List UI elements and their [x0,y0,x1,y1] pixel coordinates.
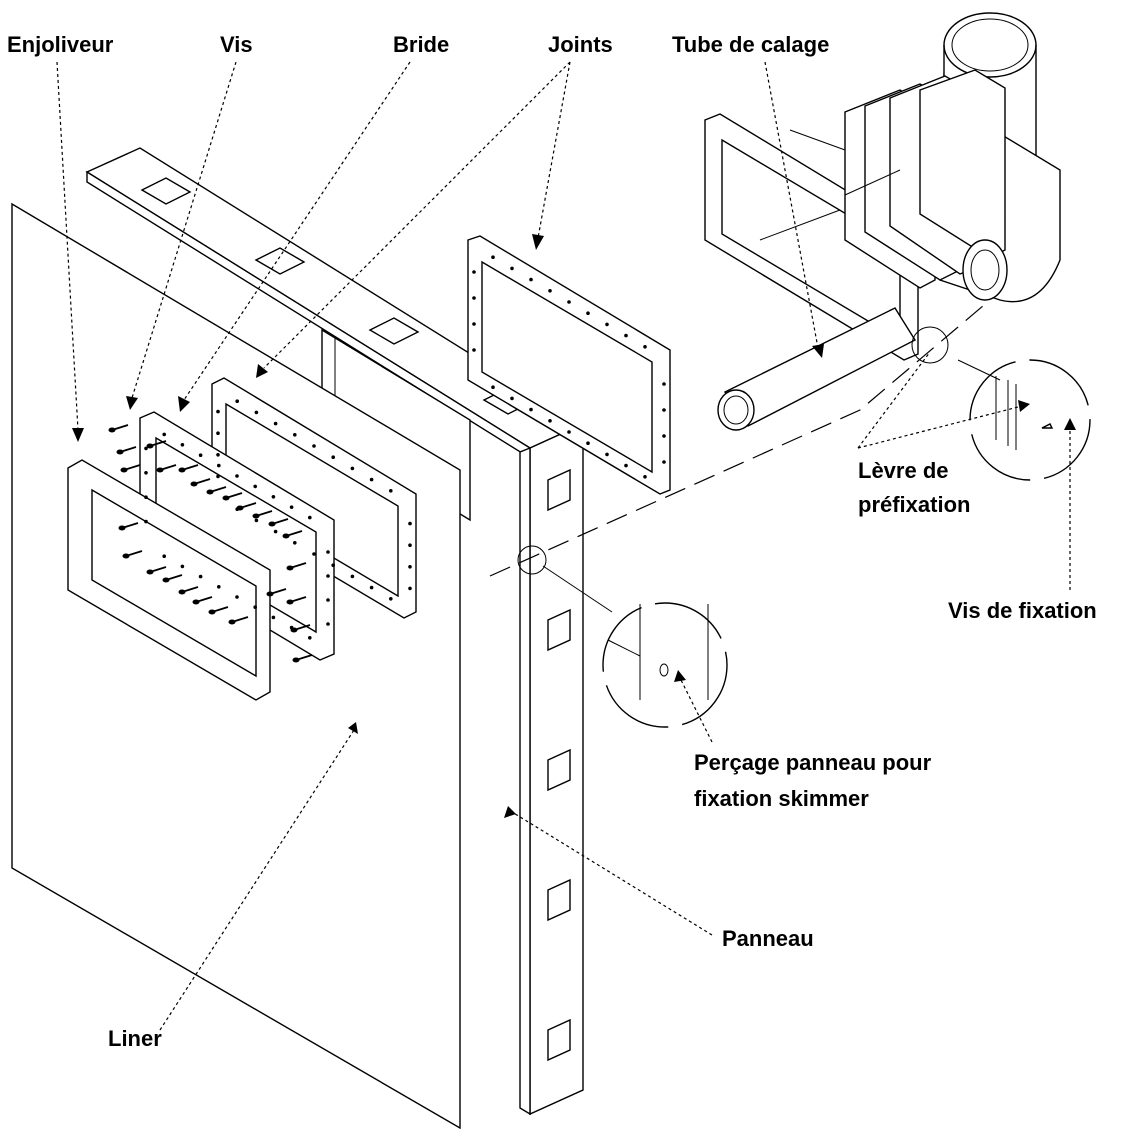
panel-slot [254,247,306,275]
screw-icon [252,510,273,519]
column-slots [547,468,571,1062]
detail-circle-skimmer [957,359,1091,481]
detail-circle-panel [517,545,728,728]
assembly-axis [489,299,991,577]
screw-icon [108,424,129,433]
label-vis: Vis [220,32,253,57]
label-enjoliveur: Enjoliveur [7,32,114,57]
label-panneau: Panneau [722,926,814,951]
label-bride: Bride [393,32,449,57]
screw-icon [162,574,183,583]
label-liner: Liner [108,1026,162,1051]
tube-de-calage [717,307,916,431]
label-levre-line2: préfixation [858,492,970,517]
screw-icon [268,518,289,527]
screw-icon [236,502,257,511]
screw-icon [286,562,307,571]
bride-flange [139,411,335,661]
screw-icon [120,464,141,473]
screw-icon [122,550,143,559]
skimmer-detail-marker [911,326,949,364]
screw-icon [266,588,287,597]
screw-icon [116,446,137,455]
label-tube-de-calage: Tube de calage [672,32,829,57]
label-vis-de-fixation: Vis de fixation [948,598,1097,623]
screw-icon [282,530,303,539]
screw-icon [146,566,167,575]
rear-joint [467,235,671,495]
panel-slot [140,177,192,205]
screw-icon [118,522,139,531]
label-levre-line1: Lèvre de [858,458,949,483]
screw-icon [290,624,311,633]
screw-icon [222,492,243,501]
leader-lines [56,61,1076,1031]
label-percage-line1: Perçage panneau pour [694,750,932,775]
screw-icon [206,486,227,495]
panel-slot [368,317,420,345]
screw-icon [178,586,199,595]
screw-icon [192,596,213,605]
skimmer-body [704,12,1061,361]
screw-icon [292,654,313,663]
screw-icon [208,606,229,615]
screw-icon [190,478,211,487]
screw-icon [228,616,249,625]
label-joints: Joints [548,32,613,57]
screw-icon [156,464,177,473]
label-percage-line2: fixation skimmer [694,786,869,811]
screw-icon [286,596,307,605]
screw-icon [178,464,199,473]
screws [108,424,313,663]
labels: Enjoliveur Vis Bride Joints Tube de cala… [7,32,1097,1051]
screw-icon [146,440,167,449]
